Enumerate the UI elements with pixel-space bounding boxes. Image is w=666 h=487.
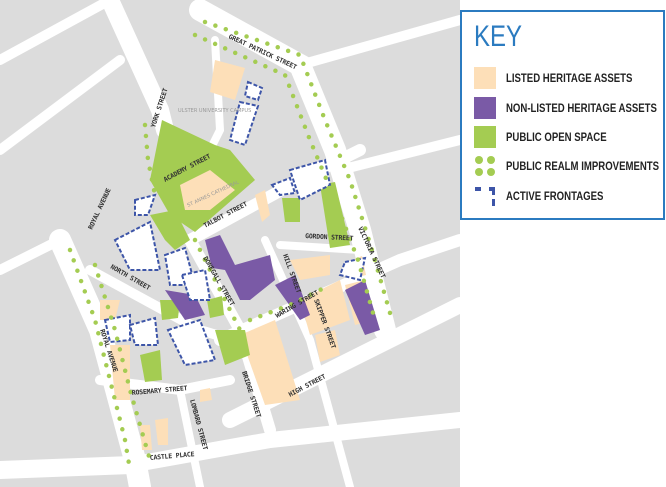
listed-building <box>290 255 330 280</box>
frontage-block <box>103 313 131 344</box>
key-item-non-listed: NON-LISTED HERITAGE ASSETS <box>474 97 666 119</box>
frontage-block <box>243 80 264 102</box>
green-space <box>215 330 250 365</box>
active-frontages <box>103 80 367 367</box>
frontage-block <box>128 316 160 346</box>
green-dots-icon <box>475 156 495 176</box>
victoria-street-road <box>189 0 396 341</box>
public-realm-improvements <box>67 19 395 473</box>
dots-victoria-east <box>202 19 395 323</box>
dots-royal-east <box>92 262 153 463</box>
key-item-public-realm: PUBLIC REALM IMPROVEMENTS <box>474 155 666 177</box>
green-space <box>320 182 350 248</box>
listed-building <box>140 425 152 450</box>
listed-swatch-icon <box>474 67 496 89</box>
key-title: KEY <box>474 20 523 53</box>
dashed-frontage-icon <box>475 187 495 206</box>
hill-street-road <box>261 236 354 487</box>
frontage-block <box>166 318 217 367</box>
st-annes-cathedral <box>180 170 235 210</box>
gordon-street-road <box>276 241 364 254</box>
key-item-open-space: PUBLIC OPEN SPACE <box>474 126 632 148</box>
dots-royal-west <box>67 247 133 473</box>
road <box>0 0 115 65</box>
non-listed-building <box>205 235 275 300</box>
listed-building <box>200 388 212 402</box>
key-label: NON-LISTED HERITAGE ASSETS <box>506 101 657 115</box>
dots-waring <box>247 282 333 323</box>
listed-building <box>315 330 340 362</box>
castle-place-road <box>122 412 460 473</box>
label-university: ULSTER UNIVERSITY CAMPUS <box>178 108 251 114</box>
heritage-map: GREAT PATRICK STREET YORK STREET ULSTER … <box>0 0 460 487</box>
listed-building <box>155 418 168 445</box>
map-key: KEY LISTED HERITAGE ASSETS NON-LISTED HE… <box>460 10 665 220</box>
waring-street-road <box>214 234 460 346</box>
non-listed-heritage-assets <box>165 235 380 335</box>
road <box>0 235 65 275</box>
listed-building <box>100 300 120 320</box>
road <box>0 55 125 155</box>
non-listed-swatch-icon <box>474 97 496 119</box>
road <box>335 135 460 175</box>
green-space <box>207 296 224 318</box>
non-listed-building <box>345 280 380 335</box>
label-gordon-street: GORDON STREET <box>305 232 354 243</box>
listed-building <box>210 60 245 100</box>
key-label: PUBLIC OPEN SPACE <box>506 130 607 144</box>
frontage-block <box>228 100 260 147</box>
green-space <box>282 198 300 222</box>
frontage-block <box>113 220 162 271</box>
frontage-block <box>180 268 212 301</box>
listed-building <box>255 190 270 222</box>
key-item-listed: LISTED HERITAGE ASSETS <box>474 67 664 89</box>
dots-victoria-west <box>192 32 378 323</box>
key-item-active-frontages: ACTIVE FRONTAGES <box>474 185 628 207</box>
label-castle-place: CASTLE PLACE <box>149 450 194 462</box>
road <box>295 15 460 70</box>
green-space <box>140 350 162 382</box>
listed-building <box>110 345 130 400</box>
key-label: ACTIVE FRONTAGES <box>506 189 604 203</box>
frontage-block <box>270 176 297 197</box>
frontage-block <box>288 158 332 202</box>
dots-donegall <box>192 237 243 333</box>
open-space-swatch-icon <box>474 126 496 148</box>
key-label: LISTED HERITAGE ASSETS <box>506 71 633 85</box>
frontage-block <box>134 193 157 216</box>
green-space <box>150 210 190 250</box>
dots-york <box>142 122 158 198</box>
non-listed-building <box>275 275 310 320</box>
key-label: PUBLIC REALM IMPROVEMENTS <box>506 159 660 173</box>
road <box>0 456 139 479</box>
listed-building <box>240 320 300 405</box>
lombard-street-road <box>176 386 204 487</box>
